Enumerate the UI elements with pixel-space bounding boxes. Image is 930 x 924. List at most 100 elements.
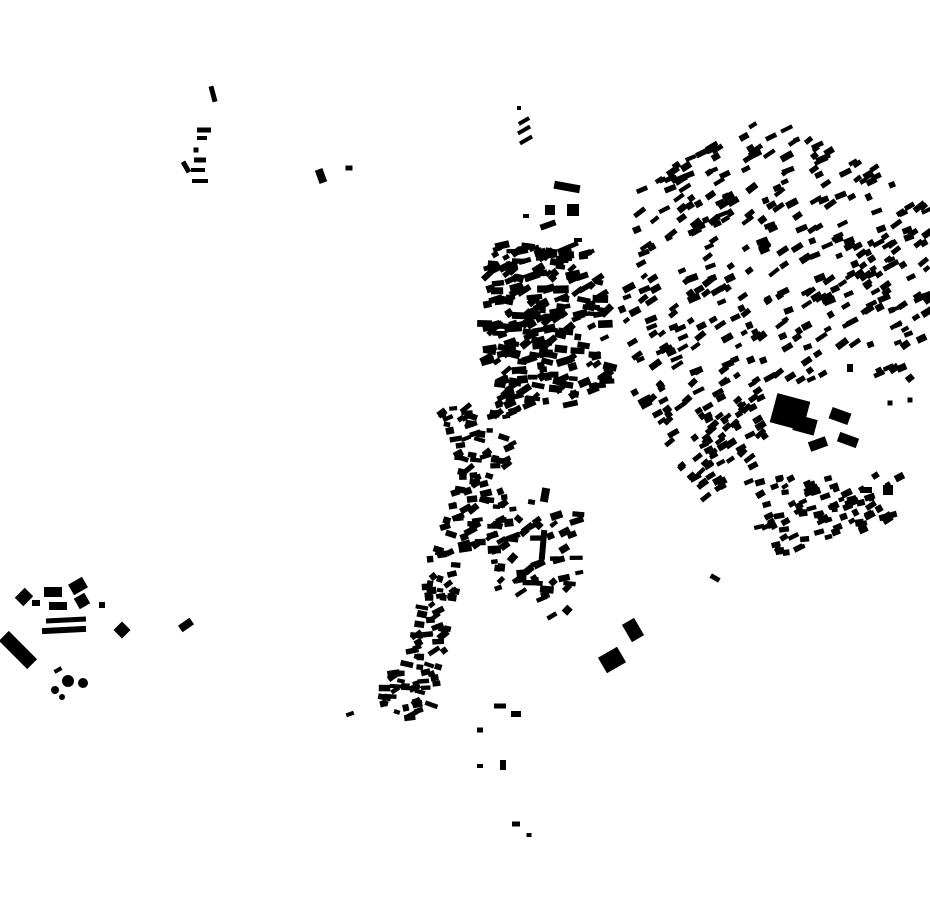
- building: [751, 328, 759, 336]
- building: [208, 85, 218, 103]
- building: [538, 529, 548, 561]
- building: [535, 297, 550, 311]
- building: [416, 609, 428, 619]
- building: [677, 343, 689, 353]
- building: [870, 471, 880, 480]
- building: [459, 503, 473, 515]
- building: [449, 405, 458, 411]
- building: [738, 131, 750, 142]
- building: [749, 143, 764, 155]
- building: [701, 435, 714, 447]
- building: [758, 356, 768, 365]
- building: [736, 446, 748, 458]
- building: [533, 560, 546, 570]
- building: [780, 124, 794, 134]
- building: [478, 479, 489, 489]
- building: [423, 661, 435, 669]
- building: [473, 436, 486, 444]
- building: [810, 140, 824, 151]
- building: [719, 415, 730, 425]
- building: [890, 245, 902, 256]
- building: [566, 274, 578, 285]
- building: [737, 291, 749, 302]
- building: [729, 418, 740, 429]
- building: [754, 477, 766, 487]
- building: [804, 286, 817, 298]
- building: [843, 240, 857, 252]
- building: [776, 286, 790, 298]
- building: [490, 287, 504, 295]
- building: [723, 272, 737, 284]
- building: [686, 471, 696, 481]
- building: [523, 330, 539, 342]
- building: [874, 302, 885, 313]
- building: [801, 299, 813, 310]
- building: [716, 210, 729, 219]
- building: [508, 284, 526, 298]
- building: [827, 503, 836, 511]
- building: [413, 706, 424, 715]
- building: [548, 577, 558, 587]
- building: [677, 267, 687, 275]
- building: [574, 569, 584, 576]
- building: [761, 196, 770, 205]
- building: [485, 530, 498, 542]
- building: [822, 274, 836, 286]
- building: [714, 319, 727, 331]
- building: [813, 222, 824, 232]
- building: [549, 556, 560, 561]
- building: [496, 575, 506, 585]
- building: [779, 150, 795, 163]
- building: [883, 485, 893, 495]
- building: [535, 313, 547, 324]
- building: [588, 351, 602, 358]
- building: [819, 492, 831, 501]
- building: [794, 501, 804, 511]
- building: [866, 254, 877, 264]
- building: [386, 671, 398, 683]
- building: [737, 304, 746, 313]
- building: [857, 524, 869, 535]
- building: [403, 713, 416, 722]
- building: [527, 498, 536, 505]
- building: [314, 168, 328, 184]
- building: [692, 386, 705, 396]
- building: [838, 512, 849, 522]
- building: [913, 295, 924, 304]
- building: [637, 293, 649, 305]
- building: [518, 134, 534, 146]
- building: [784, 371, 797, 383]
- building: [572, 511, 585, 518]
- building: [711, 387, 725, 398]
- building: [754, 427, 767, 440]
- building: [815, 331, 828, 343]
- building: [741, 214, 755, 226]
- building: [558, 249, 572, 257]
- building: [882, 261, 896, 272]
- building: [545, 350, 558, 360]
- building: [545, 205, 555, 215]
- building: [449, 435, 463, 443]
- building: [602, 361, 618, 372]
- building: [847, 517, 856, 525]
- building: [740, 307, 752, 319]
- building: [500, 365, 513, 376]
- building: [585, 360, 594, 368]
- building: [657, 416, 667, 426]
- building: [541, 374, 551, 380]
- building: [558, 543, 571, 555]
- building: [745, 181, 759, 195]
- building: [795, 375, 806, 385]
- building: [530, 535, 542, 541]
- building: [523, 214, 529, 218]
- building: [875, 224, 887, 234]
- building: [767, 224, 779, 234]
- building: [846, 495, 857, 505]
- building: [848, 158, 859, 167]
- building: [414, 620, 425, 629]
- building: [732, 395, 743, 405]
- building: [687, 377, 699, 388]
- building: [694, 466, 706, 478]
- building: [841, 318, 856, 329]
- building: [863, 509, 873, 518]
